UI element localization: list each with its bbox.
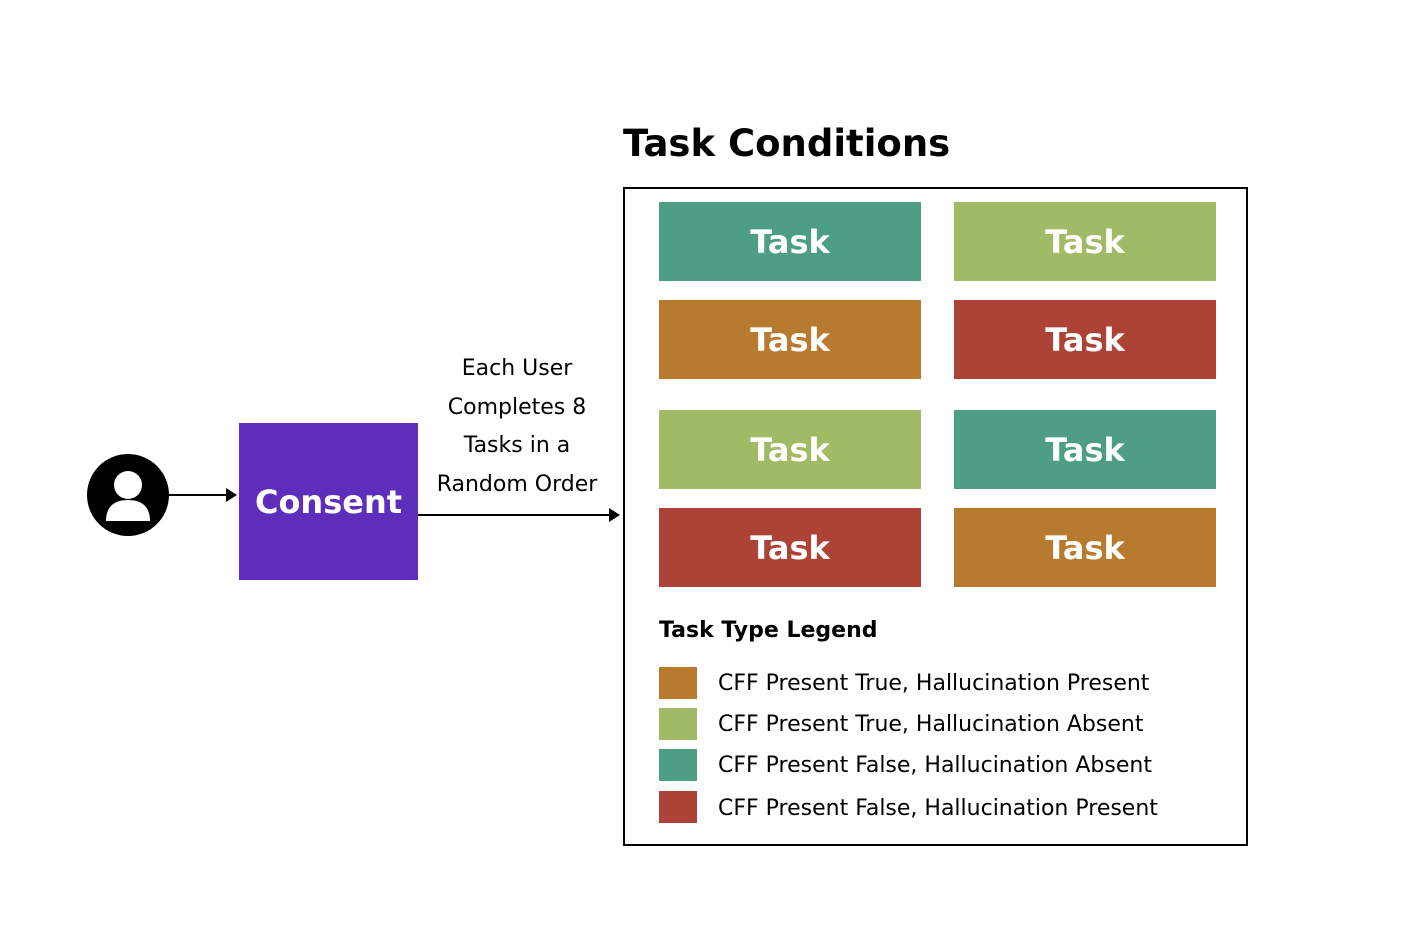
task-box: Task — [954, 410, 1216, 489]
task-conditions-panel — [623, 187, 1248, 846]
task-label: Task — [750, 430, 830, 469]
legend-swatch — [659, 791, 697, 823]
task-label: Task — [1045, 430, 1125, 469]
task-box: Task — [659, 202, 921, 281]
task-box: Task — [954, 202, 1216, 281]
task-box: Task — [659, 300, 921, 379]
task-box: Task — [659, 410, 921, 489]
task-label: Task — [1045, 320, 1125, 359]
task-box: Task — [954, 508, 1216, 587]
task-label: Task — [750, 528, 830, 567]
legend-swatch — [659, 708, 697, 740]
task-label: Task — [1045, 528, 1125, 567]
consent-to-tasks-arrow — [418, 508, 620, 522]
task-label: Task — [750, 320, 830, 359]
legend-title: Task Type Legend — [659, 618, 878, 643]
legend-swatch — [659, 667, 697, 699]
task-conditions-title: Task Conditions — [623, 122, 951, 165]
consent-box: Consent — [239, 423, 418, 580]
user-icon — [87, 454, 169, 536]
legend-label: CFF Present False, Hallucination Present — [718, 796, 1158, 821]
legend-label: CFF Present True, Hallucination Present — [718, 671, 1150, 696]
task-box: Task — [659, 508, 921, 587]
legend-label: CFF Present True, Hallucination Absent — [718, 712, 1144, 737]
task-label: Task — [750, 222, 830, 261]
consent-label: Consent — [254, 482, 403, 521]
legend-swatch — [659, 749, 697, 781]
legend-label: CFF Present False, Hallucination Absent — [718, 753, 1152, 778]
user-to-consent-arrow — [169, 488, 237, 502]
task-box: Task — [954, 300, 1216, 379]
flow-label: Each User Completes 8 Tasks in a Random … — [436, 356, 598, 497]
task-label: Task — [1045, 222, 1125, 261]
